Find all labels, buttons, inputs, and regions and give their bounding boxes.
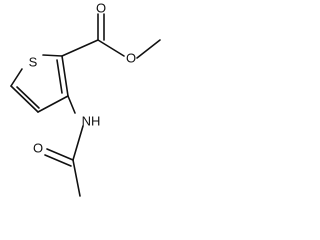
atom-label-ester-carbonyl-oxygen: O (96, 1, 106, 16)
bond-c3-n (67, 95, 76, 114)
bond-c5-c4-double (16, 86, 40, 109)
atom-label-ester-ether-oxygen: O (126, 51, 136, 66)
bond-carbonyl-o-ether (97, 39, 125, 57)
bond-c3-c2-double (56, 59, 63, 94)
structure-canvas: S O O NH O (0, 0, 175, 204)
bond-amide-c-methyl (72, 159, 81, 197)
bond-amide-c-o (46, 148, 74, 161)
bond-c2-s (42, 54, 63, 57)
bond-n-carbonyl (72, 125, 84, 161)
bond-ether-o-methyl (136, 39, 161, 59)
bond-c3-c2 (61, 55, 69, 97)
atom-label-amide-nitrogen: NH (82, 114, 101, 129)
bond-c2-carbonyl (61, 39, 99, 57)
bond-c5-c4 (10, 85, 39, 113)
bond-s-c5 (10, 68, 23, 87)
atom-label-sulfur: S (29, 55, 38, 70)
molecule-diagram: S O O NH O (10, 1, 161, 197)
atom-label-amide-carbonyl-oxygen: O (33, 141, 43, 156)
bond-c4-c3 (37, 95, 69, 113)
bond-amide-c-o-double (44, 154, 72, 167)
